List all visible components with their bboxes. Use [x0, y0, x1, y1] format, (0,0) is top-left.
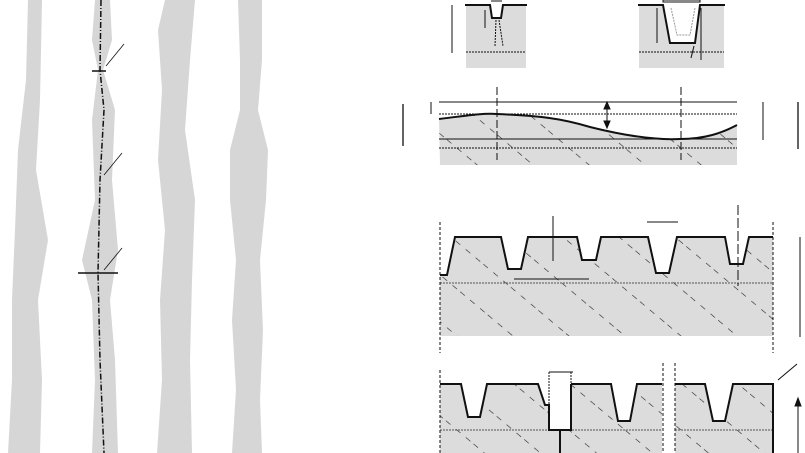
strip-1	[8, 0, 48, 453]
detail-grooved-profile	[439, 205, 801, 353]
strip-group	[8, 0, 268, 453]
strip-4	[230, 0, 268, 453]
centerline	[78, 0, 125, 453]
strip-2	[82, 0, 118, 453]
detail-wide-groove	[638, 0, 725, 68]
detail-small-groove	[451, 0, 527, 68]
detail-bottom-profile	[439, 363, 802, 453]
detail-wavy-profile	[402, 87, 799, 165]
strip-3	[157, 0, 195, 453]
